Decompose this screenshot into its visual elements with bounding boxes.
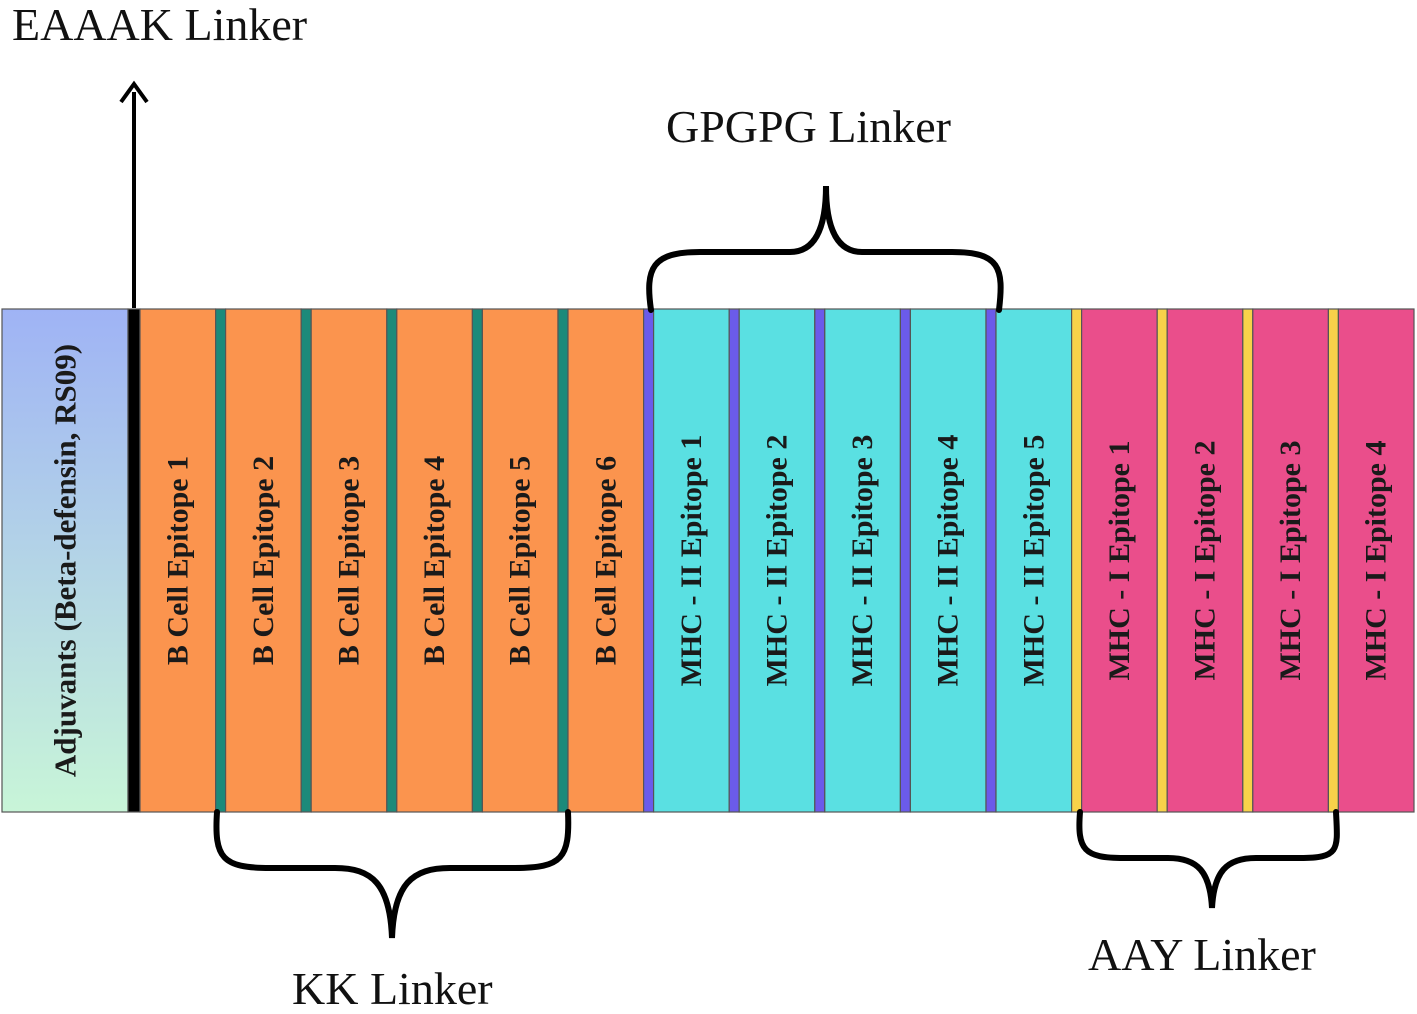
gpgpg-linker-segment (814, 308, 826, 813)
segments-layer: Adjuvants (Beta-defensin, RS09) B Cell Ep… (1, 308, 1415, 813)
kk-linker-segment (471, 308, 483, 813)
segment-label: MHC - II Epitope 3 (846, 435, 879, 687)
mhc2-epitope-segment (824, 308, 901, 813)
adjuvant-segment (1, 308, 129, 813)
mhc1-epitope-segment (1337, 308, 1415, 813)
segment-label: MHC - II Epitope 1 (675, 435, 708, 687)
segment-label: MHC - I Epitope 3 (1274, 441, 1307, 681)
segment-label: MHC - II Epitope 2 (761, 435, 794, 687)
aay-linker-segment (1242, 308, 1254, 813)
mhc1-epitope-segment (1252, 308, 1330, 813)
gpgpg-linker-segment (899, 308, 912, 813)
gpgpg-linker-segment (985, 308, 997, 813)
kk-linker-segment (215, 308, 227, 813)
segment-label: B Cell Epitope 3 (333, 456, 366, 665)
segment-label: B Cell Epitope 6 (589, 456, 622, 665)
eaaak-arrow-head (119, 80, 149, 104)
segment-label: MHC - I Epitope 4 (1360, 441, 1393, 681)
segment-label: MHC - I Epitope 1 (1103, 441, 1136, 681)
segment-label: MHC - I Epitope 2 (1189, 441, 1222, 681)
annotations-layer (119, 80, 1340, 939)
gpgpg-linker-segment (728, 308, 740, 813)
aay-linker-segment (1070, 308, 1083, 813)
segment-label: B Cell Epitope 5 (504, 456, 537, 665)
mhc1-epitope-segment (1080, 308, 1158, 813)
mhc2-epitope-segment (652, 308, 730, 813)
b-cell-epitope-segment (567, 308, 645, 813)
kk-linker-label: KK Linker (292, 963, 493, 1014)
kk-linker-segment (557, 308, 569, 813)
kk-linker-segment (300, 308, 312, 813)
kk-brace (213, 809, 572, 939)
segment-label: B Cell Epitope 2 (247, 456, 280, 665)
aay-linker-segment (1327, 308, 1340, 813)
gpgpg-linker-segment (642, 308, 655, 813)
b-cell-epitope-segment (396, 308, 473, 813)
gpgpg-brace (646, 185, 1004, 313)
segment-label: MHC - II Epitope 5 (1017, 435, 1050, 687)
kk-linker-segment (386, 308, 398, 813)
mhc2-epitope-segment (995, 308, 1073, 813)
b-cell-epitope-segment (310, 308, 388, 813)
eaaak-linker-label: EAAAK Linker (12, 0, 308, 50)
segment-label: MHC - II Epitope 4 (932, 435, 965, 687)
aay-linker-label: AAY Linker (1088, 929, 1316, 980)
eaaak-segment (127, 308, 141, 813)
aay-brace (1076, 809, 1340, 909)
segment-label: B Cell Epitope 4 (418, 456, 451, 665)
gpgpg-linker-label: GPGPG Linker (666, 101, 951, 152)
segment-label: Adjuvants (Beta-defensin, RS09) (48, 344, 83, 777)
b-cell-epitope-segment (481, 308, 559, 813)
mhc1-epitope-segment (1166, 308, 1244, 813)
segment-label: B Cell Epitope 1 (161, 456, 194, 665)
aay-linker-segment (1156, 308, 1168, 813)
